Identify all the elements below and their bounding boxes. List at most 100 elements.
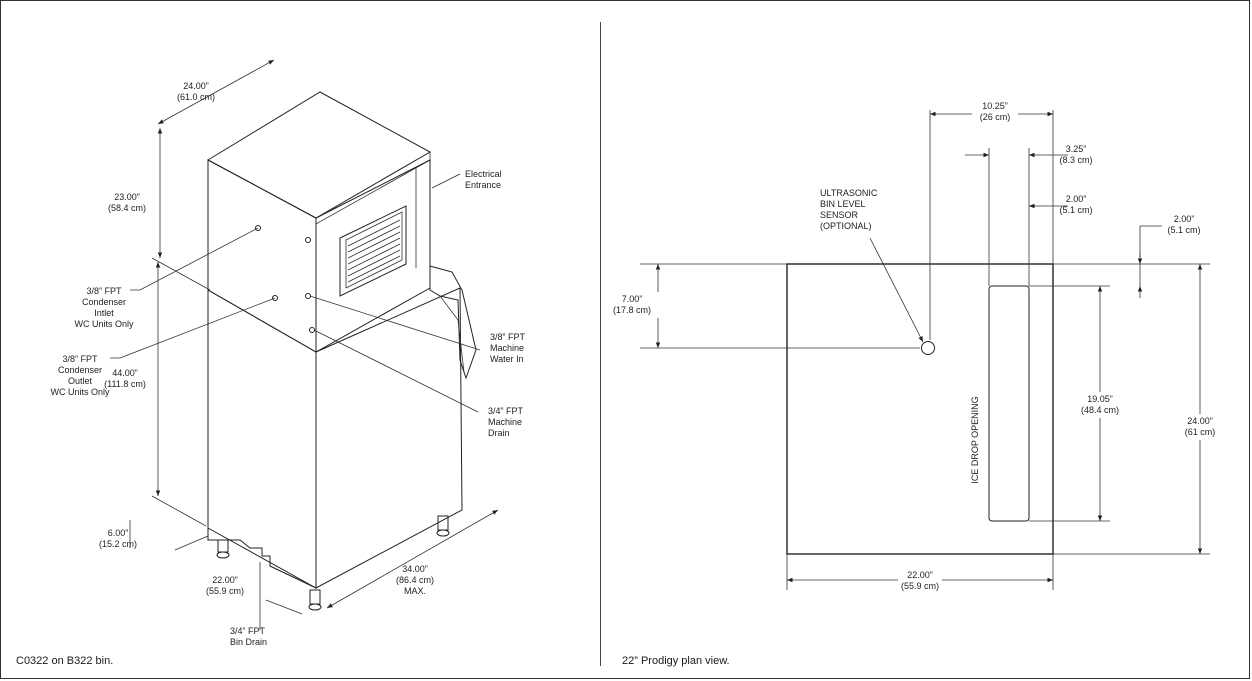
cond-outlet-1: 3/8” FPT (62, 354, 98, 364)
dim-legs-value: 6.00” (108, 528, 129, 538)
svg-text:Drain: Drain (488, 428, 510, 438)
electrical-label-1: Electrical (465, 169, 502, 179)
svg-text:3.25”: 3.25” (1066, 144, 1087, 154)
dim-3-25-metric: (8.3 cm) (1059, 155, 1092, 165)
plan-view-labels: 10.25” (26 cm) 3.25” (8.3 cm) 2.00” (5.1… (612, 99, 1220, 593)
cond-inlet-1: 3/8” FPT (86, 286, 122, 296)
svg-text:SENSOR: SENSOR (820, 210, 859, 220)
dim-22-00-metric: (55.9 cm) (901, 581, 939, 591)
machine-water-2: Machine (490, 343, 524, 353)
leader-lines-left (110, 173, 481, 413)
dim-2-00-b-value: 2.00” (1174, 214, 1195, 224)
svg-text:22.00”: 22.00” (907, 570, 933, 580)
svg-text:(55.9 cm): (55.9 cm) (206, 586, 244, 596)
louvre-panel (339, 205, 407, 297)
dim-10-25-metric: (26 cm) (980, 112, 1011, 122)
dim-7-00-value: 7.00” (622, 294, 643, 304)
svg-text:2.00”: 2.00” (1066, 194, 1087, 204)
svg-text:19.05”: 19.05” (1087, 394, 1113, 404)
cond-outlet-3: Outlet (68, 376, 93, 386)
svg-text:(55.9 cm): (55.9 cm) (901, 581, 939, 591)
electrical-label-2: Entrance (465, 180, 501, 190)
dim-22-00-value: 22.00” (907, 570, 933, 580)
svg-text:(26 cm): (26 cm) (980, 112, 1011, 122)
dim-width-top-metric: (61.0 cm) (177, 92, 215, 102)
svg-text:3/8” FPT: 3/8” FPT (62, 354, 98, 364)
cond-inlet-4: WC Units Only (74, 319, 134, 329)
svg-text:Condenser: Condenser (58, 365, 102, 375)
dim-height-head-value: 23.00” (114, 192, 140, 202)
machine-drain-3: Drain (488, 428, 510, 438)
svg-text:Entrance: Entrance (465, 180, 501, 190)
dim-height-bin-metric: (111.8 cm) (104, 379, 146, 389)
view-divider (600, 22, 601, 666)
sensor-label-4: (OPTIONAL) (820, 221, 872, 231)
dim-24-00-value: 24.00” (1187, 416, 1213, 426)
dim-10-25-value: 10.25” (982, 101, 1008, 111)
svg-text:23.00”: 23.00” (114, 192, 140, 202)
dim-legs-metric: (15.2 cm) (99, 539, 137, 549)
dim-height-head-metric: (58.4 cm) (108, 203, 146, 213)
svg-text:(17.8 cm): (17.8 cm) (613, 305, 651, 315)
svg-text:(86.4 cm): (86.4 cm) (396, 575, 434, 585)
dim-width-top-value: 24.00” (183, 81, 209, 91)
svg-text:3/8” FPT: 3/8” FPT (86, 286, 122, 296)
ice-machine-drawing (110, 59, 499, 630)
dim-2-00-a-value: 2.00” (1066, 194, 1087, 204)
cond-outlet-2: Condenser (58, 365, 102, 375)
svg-text:24.00”: 24.00” (1187, 416, 1213, 426)
svg-text:34.00”: 34.00” (402, 564, 428, 574)
svg-text:(48.4 cm): (48.4 cm) (1081, 405, 1119, 415)
svg-text:(8.3 cm): (8.3 cm) (1059, 155, 1092, 165)
machine-drain-2: Machine (488, 417, 522, 427)
svg-text:2.00”: 2.00” (1174, 214, 1195, 224)
ice-drop-label: ICE DROP OPENING (970, 396, 980, 483)
svg-text:Machine: Machine (488, 417, 522, 427)
svg-text:24.00”: 24.00” (183, 81, 209, 91)
svg-text:Condenser: Condenser (82, 297, 126, 307)
dim-7-00-metric: (17.8 cm) (613, 305, 651, 315)
svg-text:Water In: Water In (490, 354, 524, 364)
svg-text:(61.0 cm): (61.0 cm) (177, 92, 215, 102)
left-view-labels: 24.00” (61.0 cm) 23.00” (58.4 cm) 44.00”… (50, 81, 525, 647)
sensor-label-1: ULTRASONIC (820, 188, 878, 198)
dimension-lines-left (129, 59, 499, 630)
cond-outlet-4: WC Units Only (50, 387, 110, 397)
right-caption: 22” Prodigy plan view. (622, 655, 730, 667)
svg-text:Electrical: Electrical (465, 169, 502, 179)
svg-text:(58.4 cm): (58.4 cm) (108, 203, 146, 213)
svg-text:3/4” FPT: 3/4” FPT (230, 626, 266, 636)
svg-text:(61 cm): (61 cm) (1185, 427, 1216, 437)
sensor-label-3: SENSOR (820, 210, 859, 220)
dim-depth-metric: (86.4 cm) (396, 575, 434, 585)
svg-text:WC Units Only: WC Units Only (74, 319, 134, 329)
left-caption: C0322 on B322 bin. (16, 655, 114, 667)
svg-text:3/4” FPT: 3/4” FPT (488, 406, 524, 416)
machine-drain-1: 3/4” FPT (488, 406, 524, 416)
plan-view-drawing (640, 110, 1210, 590)
svg-text:Bin Drain: Bin Drain (230, 637, 267, 647)
svg-text:Intlet: Intlet (94, 308, 114, 318)
svg-text:3/8” FPT: 3/8” FPT (490, 332, 526, 342)
dim-width-bottom-metric: (55.9 cm) (206, 586, 244, 596)
bin-drain-1: 3/4” FPT (230, 626, 266, 636)
svg-text:22.00”: 22.00” (212, 575, 238, 585)
ice-drop-opening (988, 285, 1030, 522)
svg-text:6.00”: 6.00” (108, 528, 129, 538)
svg-text:(5.1 cm): (5.1 cm) (1167, 225, 1200, 235)
svg-text:ICE DROP OPENING: ICE DROP OPENING (970, 396, 980, 483)
cond-inlet-3: Intlet (94, 308, 114, 318)
dim-height-bin-value: 44.00” (112, 368, 138, 378)
bin-drain-2: Bin Drain (230, 637, 267, 647)
svg-text:44.00”: 44.00” (112, 368, 138, 378)
fittings (255, 225, 315, 333)
sensor-icon (921, 341, 935, 355)
dim-2-00-a-metric: (5.1 cm) (1059, 205, 1092, 215)
svg-text:(15.2 cm): (15.2 cm) (99, 539, 137, 549)
dim-3-25-value: 3.25” (1066, 144, 1087, 154)
dim-19-05-metric: (48.4 cm) (1081, 405, 1119, 415)
dim-depth-max: MAX. (404, 586, 426, 596)
dim-2-00-b-metric: (5.1 cm) (1167, 225, 1200, 235)
